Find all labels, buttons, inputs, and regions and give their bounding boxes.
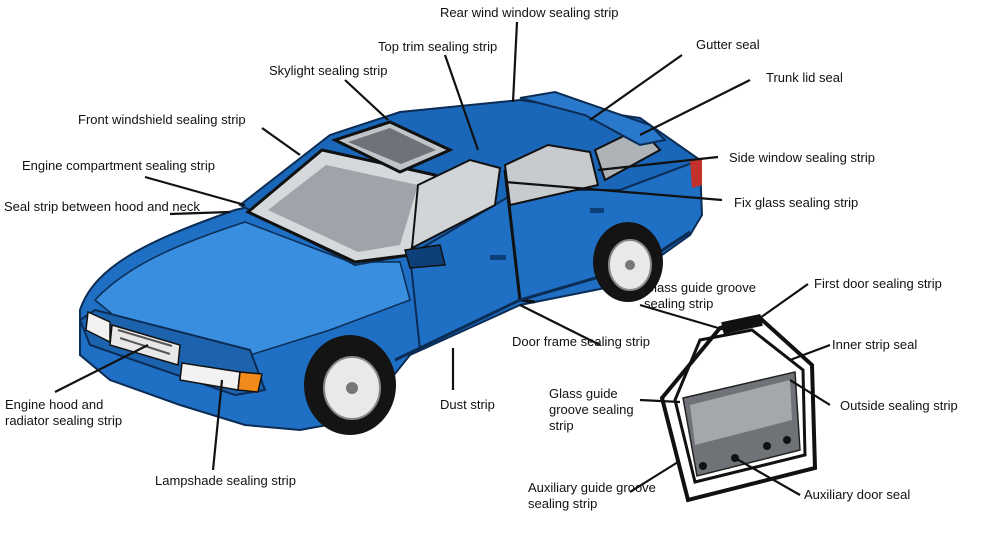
car-body (78, 90, 704, 432)
label-hood-neck: Seal strip between hood and neck (4, 199, 200, 214)
label-side-window: Side window sealing strip (729, 150, 875, 165)
label-gutter-seal: Gutter seal (696, 37, 760, 52)
door-inset (659, 313, 818, 503)
label-top-trim: Top trim sealing strip (378, 39, 498, 54)
rear-wheel (593, 222, 663, 302)
label-trunk-lid-seal: Trunk lid seal (766, 70, 843, 85)
label-lampshade: Lampshade sealing strip (155, 473, 296, 488)
label-glass-guide-groove-mid: Glass guide groove sealing strip (549, 386, 634, 433)
label-engine-compartment: Engine compartment sealing strip (22, 158, 215, 173)
label-door-frame: Door frame sealing strip (512, 334, 650, 349)
label-outside-strip: Outside sealing strip (840, 398, 958, 413)
front-wheel (304, 335, 396, 435)
leader-lines (54, 21, 831, 496)
label-auxiliary-guide-groove: Auxiliary guide groove sealing strip (528, 480, 656, 511)
label-dust-strip: Dust strip (440, 397, 495, 412)
label-front-windshield: Front windshield sealing strip (78, 112, 246, 127)
label-engine-hood-radiator: Engine hood and radiator sealing strip (5, 397, 123, 428)
label-inner-strip: Inner strip seal (832, 337, 918, 352)
label-first-door: First door sealing strip (814, 276, 942, 291)
label-rear-wind-window: Rear wind window sealing strip (440, 5, 619, 20)
label-fix-glass: Fix glass sealing strip (734, 195, 859, 210)
label-auxiliary-door: Auxiliary door seal (804, 487, 911, 502)
label-skylight: Skylight sealing strip (269, 63, 388, 78)
label-glass-guide-groove-top: Glass guide groove sealing strip (644, 280, 757, 311)
